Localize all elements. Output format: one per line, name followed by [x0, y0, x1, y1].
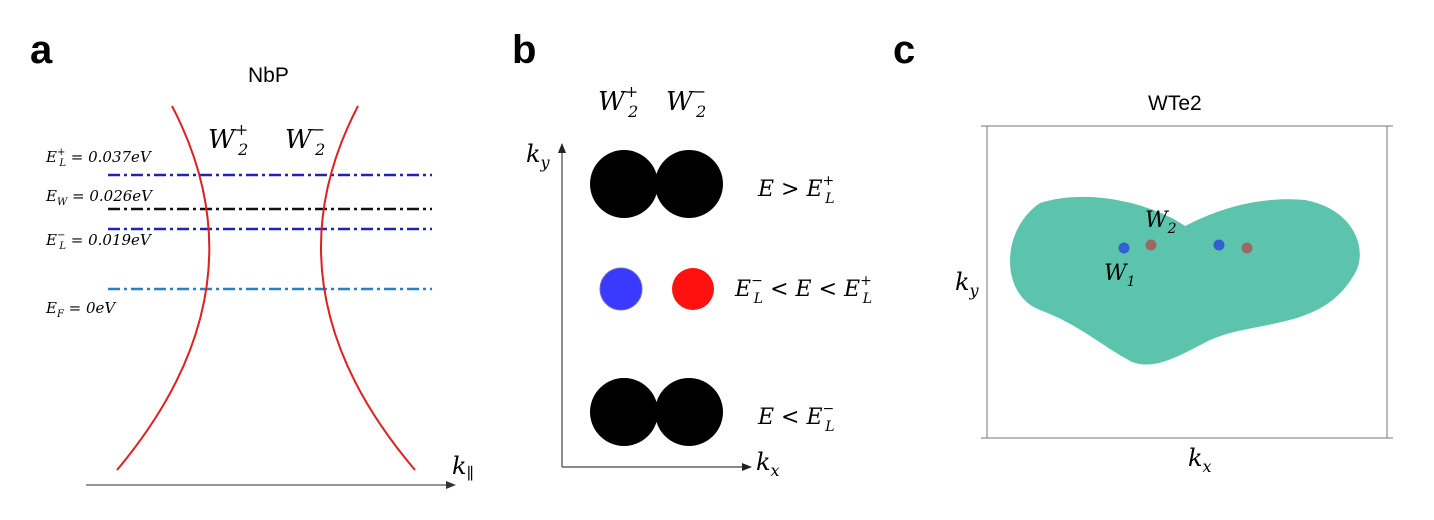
pocket-bottom-right	[655, 378, 723, 446]
weyl-label-w2-minus: W−2	[285, 120, 325, 159]
k-parallel-axis-label: k∥	[452, 452, 474, 483]
band-curve-right	[319, 105, 416, 471]
ky-axis-arrow-icon	[558, 143, 566, 153]
panel-a-label: a	[30, 28, 53, 72]
condition-bottom: E < E−L	[757, 401, 835, 435]
ky-axis-label: ky	[526, 140, 551, 172]
brillouin-zone-frame	[986, 125, 1388, 439]
weyl-point-w2-left	[1145, 239, 1157, 251]
weyl-label-w2-plus: W+2	[208, 120, 248, 159]
weyl-point-w1-right	[1213, 239, 1225, 251]
panel-b-label: b	[512, 28, 536, 72]
energy-label-ef: EF = 0eV	[45, 299, 117, 320]
weyl-point-w1-left	[1118, 242, 1130, 254]
pocket-middle-red	[672, 268, 714, 310]
panel-c: c WTe2 W2 W1 ky kx	[893, 28, 1393, 476]
column-label-w2-plus: W+2	[598, 82, 638, 121]
pocket-bottom-left	[590, 378, 658, 446]
ky-axis-label-c: ky	[955, 268, 980, 300]
column-label-w2-minus: W−2	[666, 82, 706, 121]
panel-a-title: NbP	[248, 64, 289, 87]
energy-label-el-minus: E−L = 0.019eV	[45, 230, 153, 252]
kx-axis-arrow-icon	[742, 463, 752, 471]
pocket-middle-blue	[599, 267, 643, 311]
pocket-top-left	[590, 150, 658, 218]
panel-a: a NbP E+L = 0.037eV EW = 0.026eV E−L = 0…	[30, 28, 474, 489]
energy-label-ew: EW = 0.026eV	[45, 187, 154, 208]
pocket-top-right	[655, 150, 723, 218]
weyl-point-w2-right	[1241, 242, 1253, 254]
panel-c-label: c	[893, 28, 915, 72]
energy-label-el-plus: E+L = 0.037eV	[45, 147, 153, 169]
kx-axis-label: kx	[756, 448, 780, 480]
condition-top: E > E+L	[757, 173, 835, 207]
weyl-point-label-w1: W1	[1104, 261, 1136, 290]
kx-axis-label-c: kx	[1188, 444, 1212, 476]
panel-b: b W+2 W−2 ky kx E > E+L E−L < E < E+L E …	[512, 28, 872, 480]
k-parallel-axis-arrow-icon	[446, 481, 456, 489]
band-curve-left	[116, 105, 211, 471]
weyl-point-label-w2: W2	[1145, 208, 1177, 237]
fermi-surface	[1010, 196, 1360, 365]
panel-c-title: WTe2	[1148, 92, 1202, 115]
condition-middle: E−L < E < E+L	[734, 273, 872, 307]
